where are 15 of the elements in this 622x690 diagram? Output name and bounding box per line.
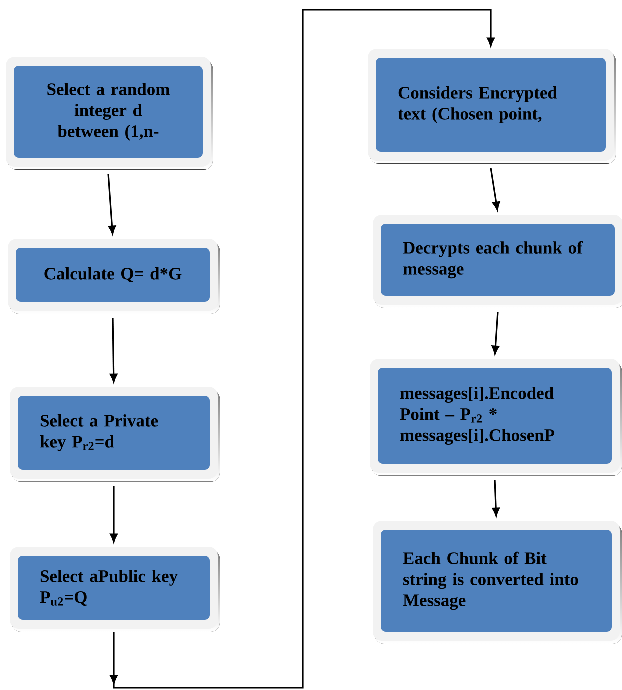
process-box: Decrypts each chunk of message [373,215,622,308]
process-box: Select a random integer d between (1,n- [6,57,213,170]
process-box: Each Chunk of Bit string is converted into Message [373,521,622,644]
arrow [110,9,495,689]
process-box: messages[i].Encoded Point – P$_{r2}$ * messages[i].ChosenP [370,359,622,476]
arrow [492,480,500,517]
process-box: Select a Private key P$_{r2}$=d [10,387,220,482]
arrow [110,486,118,543]
arrow [492,312,500,355]
arrow [108,174,116,235]
process-box: Calculate Q= d*G [8,239,220,314]
process-box: Select aPublic key P$_{u2}$=Q [10,547,220,632]
arrow [490,168,500,211]
process-box: Considers Encrypted text (Chosen point, [368,49,616,164]
arrow [110,318,118,383]
